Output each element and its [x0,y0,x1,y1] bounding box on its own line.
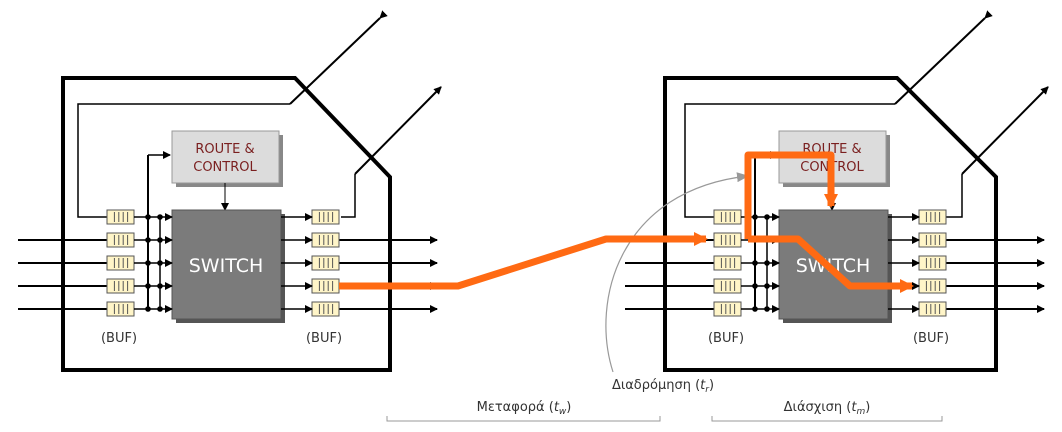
internal-out-link [341,174,356,218]
switch-box [778,209,889,320]
output-buffer-right [918,209,947,225]
output-buffer-right [918,232,947,248]
input-buffer-left [106,232,135,248]
packet-path-transfer [339,232,708,290]
internal-link [77,103,290,218]
bus-junction-dot-right [752,283,758,289]
bus-junction-dot-left [145,260,151,266]
router-right: ROUTE & CONTROL SWITCH (BUF) (BUF) [663,10,1049,372]
bus-junction-dot-right [752,214,758,220]
bus-junction-dot-left [145,283,151,289]
routing-curve-arrow [605,172,749,373]
router-chassis [663,76,998,372]
output-link-diagonal [961,86,1049,175]
bus-junction-dot-right [764,214,770,220]
bus-junction-dot-left [145,214,151,220]
bus-junction-dot-right [752,260,758,266]
bus-junction-dot-right [764,306,770,312]
output-buffer-right [918,255,947,271]
route-control-box [171,130,280,184]
bus-junction-dot-left [157,237,163,243]
internal-out-link [946,174,963,218]
bus-junction-dot-left [157,214,163,220]
switching-phase-label: Διάσχιση (tm) [784,400,871,417]
bus-junction-dot-left [157,306,163,312]
input-link-diagonal [894,10,993,105]
output-link-diagonal [354,86,442,175]
switch-box [171,209,282,320]
ports-and-buffers [18,209,1045,317]
packet-path-route [744,151,838,239]
bus-junction-dot-right [752,306,758,312]
output-buffer-left [311,278,340,294]
transfer-phase-label: Μεταφορά (tw) [477,400,572,417]
transfer-bracket [386,416,661,422]
output-buffer-left [311,232,340,248]
bus-junction-dot-right [764,283,770,289]
input-buffer-left [106,209,135,225]
buf-in-label: (BUF) [708,331,744,346]
router-left: ROUTE & CONTROL SWITCH (BUF) (BUF) [61,10,442,372]
switching-bracket [711,416,943,422]
output-buffer-right [918,301,947,317]
input-buffer-right [713,301,742,317]
switch-label: SWITCH [189,255,264,277]
input-buffer-left [106,255,135,271]
output-buffer-left [311,301,340,317]
output-buffer-left [311,255,340,271]
input-buffer-left [106,301,135,317]
input-buffer-right [713,232,742,248]
route-control-line2: CONTROL [193,160,257,175]
packet-path-switch [748,235,914,293]
router-chassis [61,76,392,372]
buf-in-label: (BUF) [101,331,137,346]
bus-junction-dot-left [145,237,151,243]
buf-out-label: (BUF) [306,331,342,346]
input-link-diagonal [289,10,388,105]
input-buffer-right [713,278,742,294]
buf-out-label: (BUF) [913,331,949,346]
bus-junction-dot-left [145,306,151,312]
bus-junction-dot-left [157,260,163,266]
internal-link [684,103,895,218]
routing-phase-label: Διαδρόμηση (tr) [612,378,714,395]
input-buffer-right [713,255,742,271]
route-control-line1: ROUTE & [195,142,254,157]
output-buffer-right [918,278,947,294]
input-buffer-left [106,278,135,294]
input-buffer-right [713,209,742,225]
output-buffer-left [311,209,340,225]
bus-junction-dot-left [157,283,163,289]
bus-junction-dot-right [764,260,770,266]
